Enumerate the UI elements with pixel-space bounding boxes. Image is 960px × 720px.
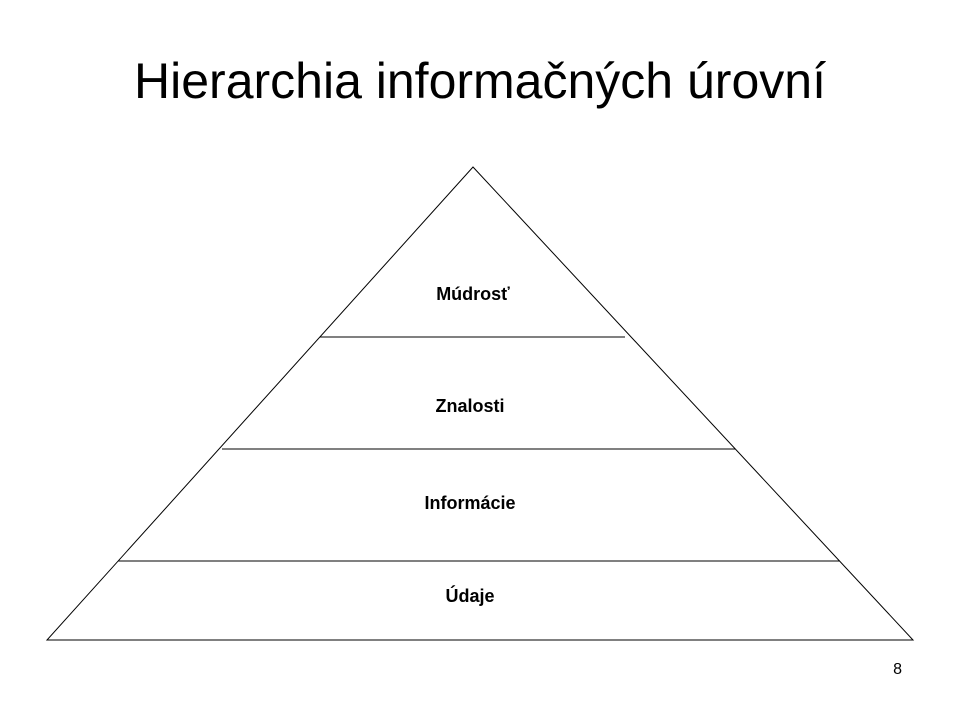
level-label-wisdom: Múdrosť	[436, 284, 510, 304]
level-label-knowledge: Znalosti	[435, 396, 504, 416]
level-label-information: Informácie	[424, 493, 515, 513]
pyramid-outline	[45, 166, 915, 641]
slide-title: Hierarchia informačných úrovní	[134, 53, 826, 109]
slide-number: 8	[893, 661, 902, 678]
level-label-data: Údaje	[445, 585, 494, 606]
